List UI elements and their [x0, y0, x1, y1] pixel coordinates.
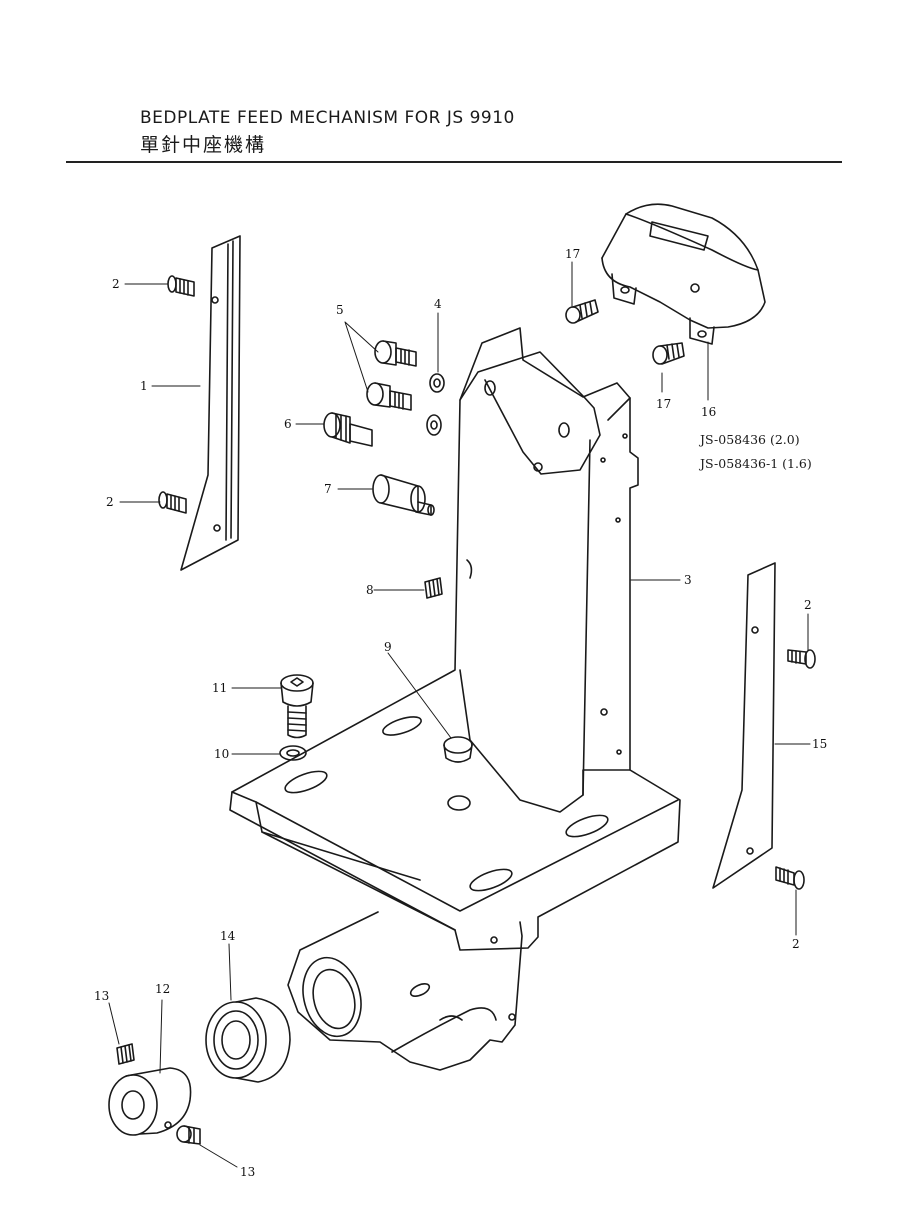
part-5-shoulder-screw-upper	[374, 340, 417, 367]
callout-15: 15	[812, 737, 827, 751]
callout-17-upper: 17	[565, 247, 580, 261]
callout-3: 3	[684, 573, 692, 587]
leader-lines	[108, 261, 811, 1168]
part-6-stud	[323, 412, 373, 447]
part-1-left-plate	[180, 235, 241, 571]
callout-9: 9	[384, 640, 392, 654]
page-subtitle: 單針中座機構	[140, 134, 267, 156]
part-4-washer	[426, 373, 445, 436]
part-8-set-screw	[424, 577, 443, 599]
part-3-lower-casting	[287, 911, 523, 1071]
part-2-screw-upper-left	[167, 275, 195, 297]
part-5-shoulder-screw-lower	[366, 382, 412, 411]
callout-10: 10	[214, 747, 229, 761]
callout-12: 12	[155, 982, 170, 996]
callout-8: 8	[366, 583, 374, 597]
part-13-set-screw-upper	[116, 1043, 135, 1065]
part-11-cap-screw	[280, 674, 314, 739]
part-code-2: JS-058436-1 (1.6)	[700, 456, 812, 471]
callout-6: 6	[284, 417, 292, 431]
part-12-collar	[108, 1067, 192, 1136]
part-3-bedplate	[229, 327, 681, 951]
part-2-screw-lower-left	[158, 491, 187, 514]
callout-2-lower-left: 2	[106, 495, 114, 509]
callout-13-upper: 13	[94, 989, 109, 1003]
callout-2-right-lower: 2	[792, 937, 800, 951]
callout-2-right-upper: 2	[804, 598, 812, 612]
part-2-screw-right-upper	[787, 649, 816, 669]
page-title: BEDPLATE FEED MECHANISM FOR JS 9910	[140, 108, 515, 128]
part-code-1: JS-058436 (2.0)	[700, 432, 800, 447]
callout-16: 16	[701, 405, 716, 419]
callout-13-lower: 13	[240, 1165, 255, 1179]
callout-17-lower: 17	[656, 397, 671, 411]
part-17-screw-lower	[652, 342, 685, 365]
part-16-cover	[601, 203, 766, 345]
part-15-right-plate	[712, 562, 776, 889]
part-14-bearing	[205, 997, 291, 1083]
callout-7: 7	[324, 482, 332, 496]
callout-4: 4	[434, 297, 442, 311]
callout-11: 11	[212, 681, 227, 695]
part-13-set-screw-lower	[176, 1125, 201, 1145]
part-10-washer	[279, 745, 307, 761]
part-9-plug	[443, 736, 473, 763]
callout-14: 14	[220, 929, 236, 943]
part-17-screw-upper	[565, 299, 599, 324]
part-2-screw-right-lower	[775, 866, 805, 890]
callout-2-upper-left: 2	[112, 277, 120, 291]
part-7-bushing	[372, 474, 435, 516]
header-rule	[66, 161, 842, 163]
callout-5: 5	[336, 303, 344, 317]
callout-1: 1	[140, 379, 148, 393]
